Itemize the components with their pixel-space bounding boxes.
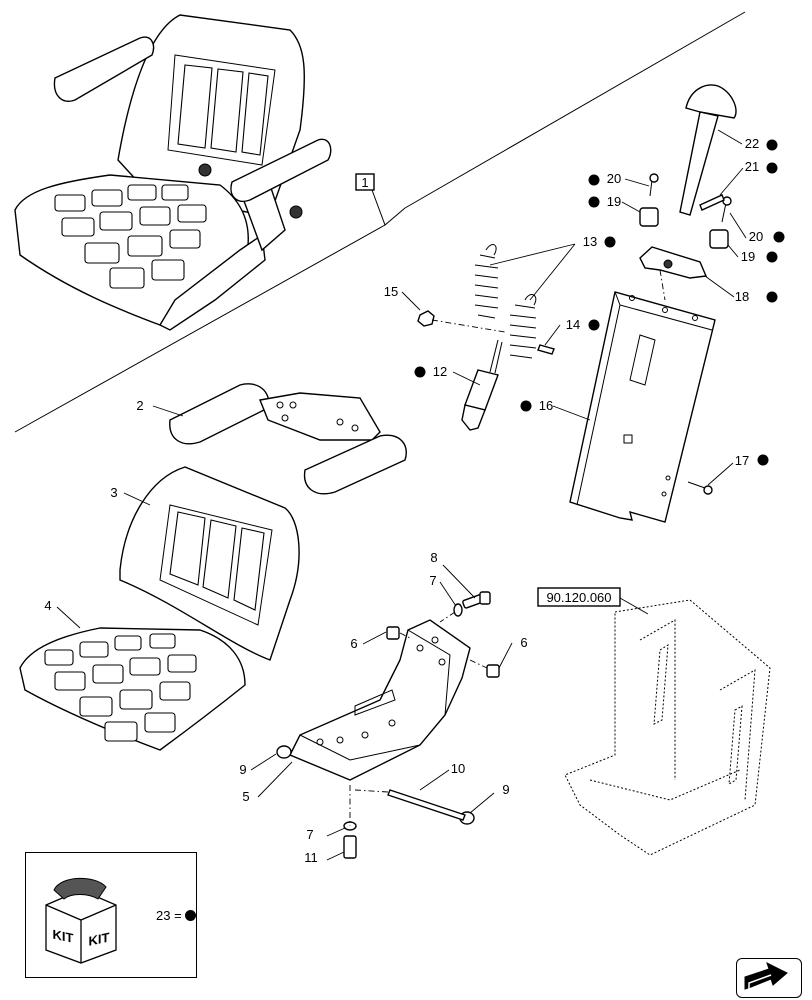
callout-11: 11 bbox=[304, 850, 318, 865]
callout-3: 3 bbox=[110, 485, 117, 500]
bolt-top[interactable] bbox=[462, 591, 491, 609]
armrest-assembly[interactable] bbox=[169, 383, 407, 495]
callout-9-right: 9 bbox=[502, 782, 509, 797]
assembled-seat[interactable] bbox=[14, 14, 332, 331]
callout-2: 2 bbox=[136, 398, 143, 413]
leader-lines bbox=[56, 129, 747, 861]
callout-19-left: 19 bbox=[607, 194, 621, 209]
next-page-arrow-icon bbox=[744, 962, 788, 991]
screw-20-left[interactable] bbox=[649, 173, 659, 197]
callout-20-left: 20 bbox=[607, 171, 621, 186]
callout-7-top: 7 bbox=[429, 573, 436, 588]
seat-cushion-pads bbox=[54, 184, 207, 289]
callout-7-bottom: 7 bbox=[306, 827, 313, 842]
clamp-18[interactable] bbox=[639, 246, 708, 279]
callout-6-right: 6 bbox=[520, 635, 527, 650]
mounting-bracket[interactable] bbox=[289, 619, 471, 781]
group-number: 1 bbox=[361, 175, 368, 190]
kit-bullet-icon bbox=[184, 910, 196, 921]
gas-strut[interactable] bbox=[461, 339, 503, 431]
callout-4: 4 bbox=[44, 598, 51, 613]
adjustment-lever[interactable] bbox=[679, 84, 737, 216]
bushing-right[interactable] bbox=[486, 664, 500, 678]
bushing-19-left[interactable] bbox=[639, 207, 659, 227]
kit-equation: 23 = bbox=[156, 908, 196, 923]
callout-20-right: 20 bbox=[749, 229, 763, 244]
kit-text-left: KIT bbox=[53, 927, 74, 946]
kit-box-icon: KIT KIT bbox=[45, 877, 117, 964]
reference-label[interactable]: 90.120.060 bbox=[537, 587, 621, 607]
callout-9-left: 9 bbox=[239, 762, 246, 777]
backrest[interactable] bbox=[119, 466, 300, 661]
callout-21: 21 bbox=[745, 159, 759, 174]
callout-16: 16 bbox=[539, 398, 553, 413]
callout-15: 15 bbox=[384, 284, 398, 299]
kit-bullets bbox=[414, 139, 785, 466]
bushing-left[interactable] bbox=[386, 626, 400, 640]
springs[interactable] bbox=[474, 244, 537, 359]
seat-pedestal[interactable] bbox=[569, 291, 716, 523]
callout-labels: 2 3 4 5 6 6 7 7 8 9 9 10 11 12 13 14 15 … bbox=[44, 136, 763, 865]
callout-18: 18 bbox=[735, 289, 749, 304]
callout-13: 13 bbox=[583, 234, 597, 249]
pin-long[interactable] bbox=[387, 789, 466, 821]
washer-top[interactable] bbox=[453, 603, 463, 617]
callout-14: 14 bbox=[566, 317, 580, 332]
seat-cushion[interactable] bbox=[19, 627, 246, 751]
callout-19-right: 19 bbox=[741, 249, 755, 264]
screw-17[interactable] bbox=[687, 481, 713, 495]
reference-section-text: 90.120.060 bbox=[546, 590, 611, 605]
group-number-box[interactable]: 1 bbox=[355, 173, 375, 191]
callout-12: 12 bbox=[433, 364, 447, 379]
callout-10: 10 bbox=[451, 761, 465, 776]
kit-legend: KIT KIT 23 = bbox=[25, 852, 197, 978]
hex-nut[interactable] bbox=[417, 310, 435, 327]
reference-frame[interactable] bbox=[564, 599, 771, 856]
separator-line bbox=[14, 11, 746, 433]
next-page-button[interactable] bbox=[736, 958, 802, 998]
callout-22: 22 bbox=[745, 136, 759, 151]
clevis-pin[interactable] bbox=[537, 344, 555, 355]
bolt-bottom[interactable] bbox=[343, 835, 357, 859]
bushing-19-right[interactable] bbox=[709, 229, 729, 249]
callout-17: 17 bbox=[735, 453, 749, 468]
callout-8: 8 bbox=[430, 550, 437, 565]
kit-text-right: KIT bbox=[89, 930, 110, 949]
washer-left[interactable] bbox=[276, 745, 292, 759]
callout-5: 5 bbox=[242, 789, 249, 804]
callout-6-left: 6 bbox=[350, 636, 357, 651]
pin-21[interactable] bbox=[699, 194, 725, 211]
kit-equation-text: 23 = bbox=[156, 908, 182, 923]
